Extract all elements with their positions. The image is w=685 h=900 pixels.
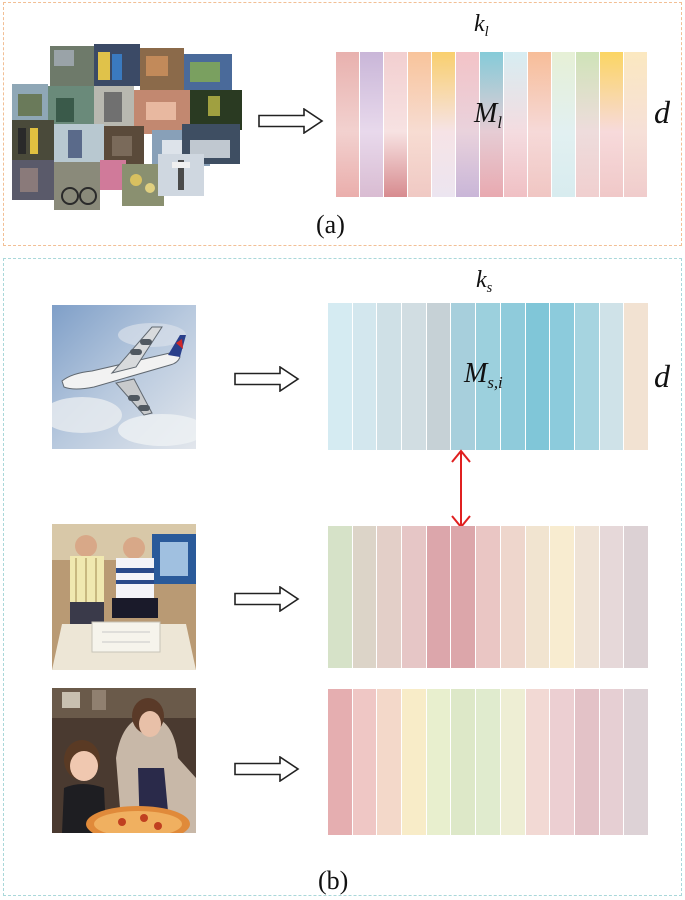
- memory-small-1-column: [426, 303, 451, 450]
- memory-small-3-column: [624, 689, 648, 835]
- memory-large-column: [336, 52, 359, 197]
- memory-small-1-column: [476, 303, 500, 450]
- memory-matrix-large: [336, 52, 647, 197]
- cake-image: [52, 524, 196, 670]
- arrow-right-icon: [258, 108, 324, 134]
- memory-small-3-column: [599, 689, 624, 835]
- memory-large-column: [360, 52, 383, 197]
- memory-large-column: [384, 52, 407, 197]
- panel-b-frame: [3, 258, 682, 896]
- memory-small-3-column: [574, 689, 599, 835]
- arrow-right-icon-b2: [234, 586, 300, 612]
- memory-small-2-column: [402, 526, 426, 668]
- memory-matrix-small-3: [328, 689, 648, 835]
- memory-small-1-column: [574, 303, 599, 450]
- caption-b: (b): [318, 866, 349, 895]
- memory-small-1-column: [328, 303, 352, 450]
- memory-small-2-column: [476, 526, 500, 668]
- memory-small-2-column: [624, 526, 648, 668]
- memory-large-column: [480, 52, 503, 197]
- memory-small-1-column: [550, 303, 574, 450]
- memory-matrix-small-2: [328, 526, 648, 668]
- panel-a-frame: [3, 2, 682, 246]
- airplane-image: [52, 305, 196, 449]
- memory-small-3-column: [550, 689, 574, 835]
- memory-large-column: [600, 52, 623, 197]
- d-label-b: d: [654, 358, 670, 394]
- memory-large-column: [456, 52, 479, 197]
- memory-matrix-small-1: [328, 303, 648, 450]
- memory-small-2-column: [500, 526, 525, 668]
- caption-a: (a): [316, 210, 345, 239]
- pizza-image: [52, 688, 196, 833]
- d-label-a: d: [654, 94, 670, 130]
- memory-large-column: [624, 52, 647, 197]
- memory-small-3-column: [451, 689, 476, 835]
- memory-small-2-column: [377, 526, 402, 668]
- double-arrow-icon: [451, 449, 471, 529]
- memory-small-1-column: [624, 303, 648, 450]
- memory-small-2-column: [550, 526, 574, 668]
- memory-small-3-column: [525, 689, 550, 835]
- memory-small-1-column: [500, 303, 525, 450]
- memory-small-1-column: [402, 303, 426, 450]
- memory-small-1-column: [451, 303, 476, 450]
- arrow-right-icon-b1: [234, 366, 300, 392]
- memory-large-column: [528, 52, 551, 197]
- arrow-right-icon-b3: [234, 756, 300, 782]
- memory-small-3-column: [476, 689, 500, 835]
- memory-small-2-column: [599, 526, 624, 668]
- m-l-label: Ml: [474, 98, 502, 132]
- memory-small-2-column: [525, 526, 550, 668]
- memory-small-3-column: [426, 689, 451, 835]
- memory-small-1-column: [377, 303, 402, 450]
- k-s-label: ks: [476, 267, 493, 297]
- memory-small-2-column: [451, 526, 476, 668]
- memory-small-2-column: [574, 526, 599, 668]
- memory-small-1-column: [599, 303, 624, 450]
- memory-large-column: [576, 52, 599, 197]
- image-collage: [12, 44, 244, 212]
- memory-small-1-column: [352, 303, 377, 450]
- memory-large-column: [504, 52, 527, 197]
- m-si-label: Ms,i: [464, 358, 503, 392]
- memory-small-1-column: [525, 303, 550, 450]
- memory-small-3-column: [352, 689, 377, 835]
- k-l-label: kl: [474, 11, 489, 41]
- memory-small-2-column: [426, 526, 451, 668]
- memory-small-3-column: [402, 689, 426, 835]
- memory-small-3-column: [328, 689, 352, 835]
- memory-large-column: [408, 52, 431, 197]
- memory-small-3-column: [377, 689, 402, 835]
- memory-large-column: [432, 52, 455, 197]
- memory-small-3-column: [500, 689, 525, 835]
- memory-small-2-column: [328, 526, 352, 668]
- memory-large-column: [552, 52, 575, 197]
- memory-small-2-column: [352, 526, 377, 668]
